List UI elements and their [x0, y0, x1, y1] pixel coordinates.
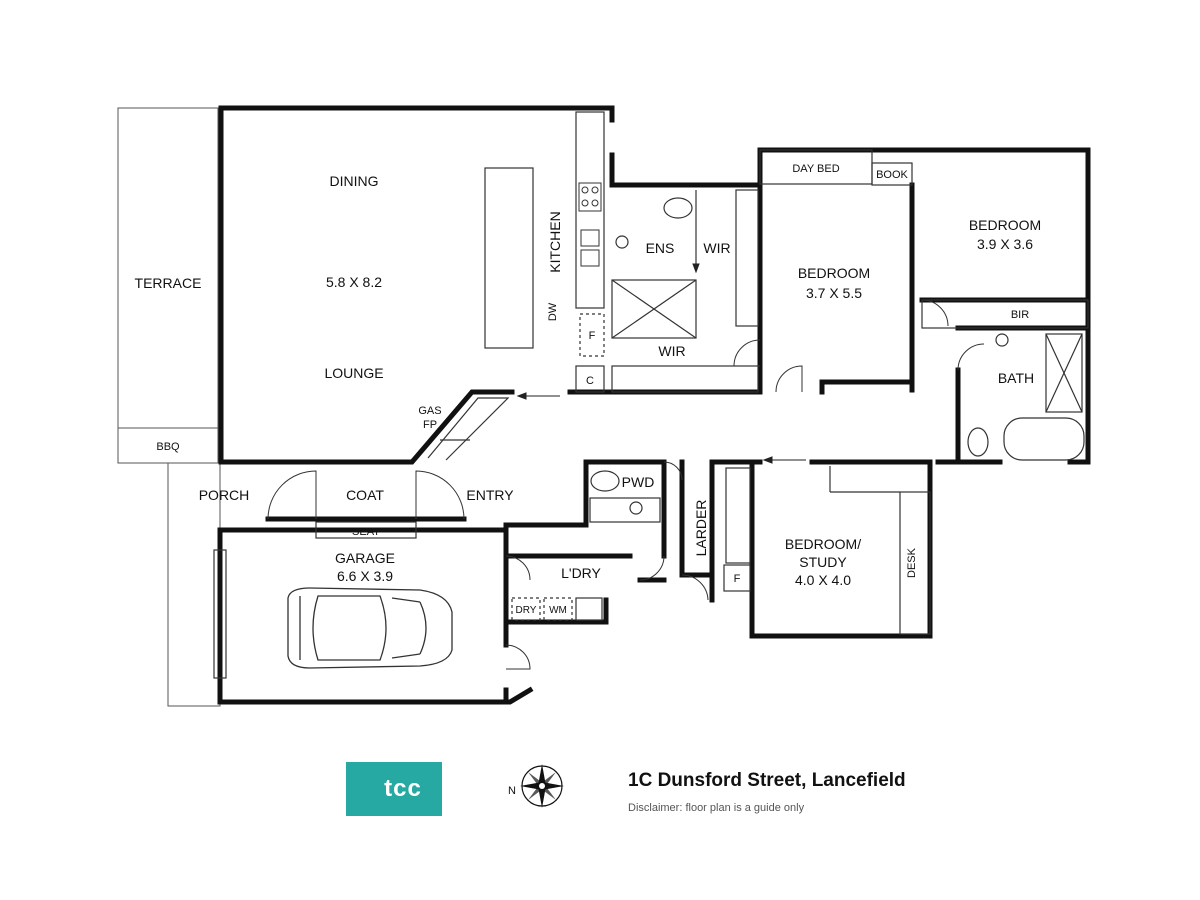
- label-bedroom-2-size: 3.9 X 3.6: [977, 236, 1033, 252]
- label-bedroom-study-1: BEDROOM/: [785, 536, 861, 552]
- label-bedroom-1: BEDROOM: [798, 265, 870, 281]
- label-desk: DESK: [906, 547, 918, 578]
- label-fp: FP: [423, 419, 437, 431]
- terrace-area: [117, 107, 221, 707]
- agency-logo: tcc: [346, 762, 442, 816]
- label-garage: GARAGE: [335, 550, 395, 566]
- label-day-bed: DAY BED: [792, 163, 839, 175]
- label-dry: DRY: [516, 605, 537, 616]
- label-wm: WM: [549, 605, 567, 616]
- label-garage-size: 6.6 X 3.9: [337, 568, 393, 584]
- label-bedroom-2: BEDROOM: [969, 217, 1041, 233]
- label-larder: LARDER: [693, 500, 709, 557]
- fixtures: [213, 111, 1089, 679]
- label-ens: ENS: [646, 240, 675, 256]
- label-bedroom-1-size: 3.7 X 5.5: [806, 285, 862, 301]
- label-bedroom-study-2: STUDY: [799, 554, 847, 570]
- label-porch: PORCH: [199, 487, 250, 503]
- basin-icon: [615, 235, 1009, 515]
- compass-icon: N: [508, 764, 564, 808]
- label-ldry: L'DRY: [561, 565, 601, 581]
- label-pwd: PWD: [622, 474, 655, 490]
- label-coat: COAT: [346, 487, 384, 503]
- label-bedroom-study-size: 4.0 X 4.0: [795, 572, 851, 588]
- door-swings: [267, 299, 985, 670]
- property-address: 1C Dunsford Street, Lancefield: [628, 770, 906, 791]
- label-dining: DINING: [330, 173, 379, 189]
- label-bbq: BBQ: [156, 441, 180, 453]
- label-dw: DW: [547, 302, 559, 321]
- direction-arrows: [516, 263, 806, 464]
- label-dining-lounge-size: 5.8 X 8.2: [326, 274, 382, 290]
- label-cupboard: C: [586, 375, 594, 387]
- label-book: BOOK: [876, 169, 908, 181]
- toilet-icon: [590, 197, 989, 492]
- label-lounge: LOUNGE: [324, 365, 383, 381]
- compass-north-label: N: [508, 785, 516, 797]
- label-seat: SEAT: [352, 526, 380, 538]
- label-entry: ENTRY: [466, 487, 514, 503]
- cooktop-icon: [578, 182, 602, 212]
- label-fridge-kitchen: F: [589, 330, 596, 342]
- label-bir: BIR: [1011, 309, 1029, 321]
- label-kitchen: KITCHEN: [547, 211, 563, 272]
- label-bath: BATH: [998, 370, 1034, 386]
- label-wir-2: WIR: [658, 343, 685, 359]
- disclaimer-text: Disclaimer: floor plan is a guide only: [628, 802, 805, 814]
- label-terrace: TERRACE: [135, 275, 202, 291]
- label-wir-1: WIR: [703, 240, 730, 256]
- label-gas: GAS: [418, 405, 441, 417]
- logo-text: tcc: [384, 775, 422, 802]
- label-fridge-larder: F: [734, 573, 741, 585]
- walls: [217, 105, 1091, 705]
- sink-icon: [580, 229, 600, 267]
- car-icon: [287, 587, 453, 669]
